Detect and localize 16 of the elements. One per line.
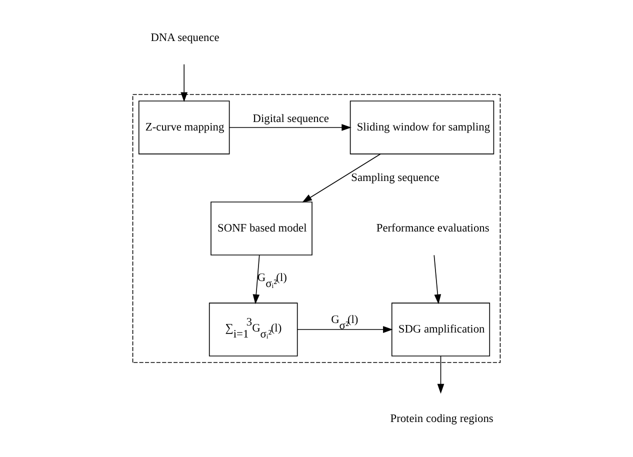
arrow bbox=[229, 124, 352, 131]
arrow bbox=[434, 254, 442, 304]
arrow bbox=[180, 64, 188, 102]
arrow bbox=[437, 356, 444, 394]
arrow bbox=[302, 154, 381, 203]
node-text: Protein coding regions bbox=[390, 413, 494, 426]
node-box: Z-curve mapping bbox=[138, 100, 230, 154]
node-text: Performance evaluations bbox=[376, 222, 490, 235]
node-text: DNA sequence bbox=[150, 32, 220, 44]
cluster bbox=[132, 94, 501, 363]
node-box: SONF based model bbox=[210, 202, 312, 256]
arrow bbox=[252, 254, 260, 304]
edge-label: Sampling sequence bbox=[351, 172, 440, 184]
node-box: Sliding window for sampling bbox=[350, 100, 494, 154]
node-box: SDG amplification bbox=[391, 302, 490, 356]
edge-label: Digital sequence bbox=[252, 112, 329, 125]
